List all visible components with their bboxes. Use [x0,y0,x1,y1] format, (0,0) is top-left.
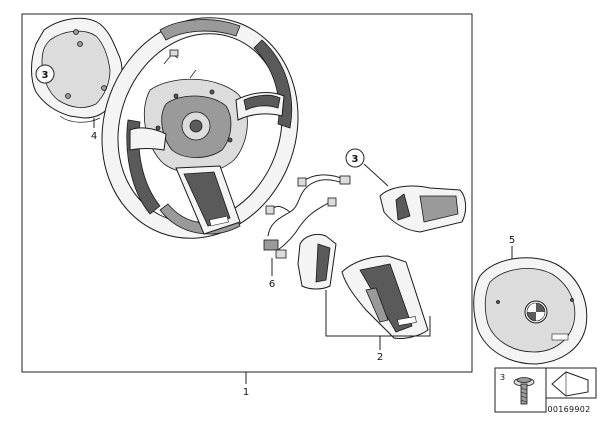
part-label-1: 1 [243,387,249,398]
part-label-4: 4 [91,131,97,142]
part-label-5: 5 [509,235,515,246]
bracket-2 [325,290,431,337]
part-label-6: 6 [269,279,275,290]
callout-label-3-upper: 3 [42,70,49,81]
leader-line-3-middle [363,163,389,187]
assembly-frame [21,13,473,373]
trim-cover-left-part [297,233,337,290]
rear-cover-part [31,17,123,123]
reference-number: 00169902 [547,405,590,414]
steering-wheel-part [101,17,299,239]
screw-box [494,367,547,413]
airbag-part [473,257,588,365]
callout-circle-3-upper [35,64,55,84]
callout-label-3-middle: 3 [352,154,359,165]
arrow-icon [551,371,589,397]
screw-label-3: 3 [500,373,505,382]
callout-circle-3-middle [345,148,365,168]
m-badge-icon [551,333,569,341]
screw-icon [513,377,535,405]
cable-harness-part [263,174,351,259]
part-label-2: 2 [377,352,383,363]
trim-cover-lower-part [341,255,429,339]
trim-cover-right-part [379,185,467,233]
